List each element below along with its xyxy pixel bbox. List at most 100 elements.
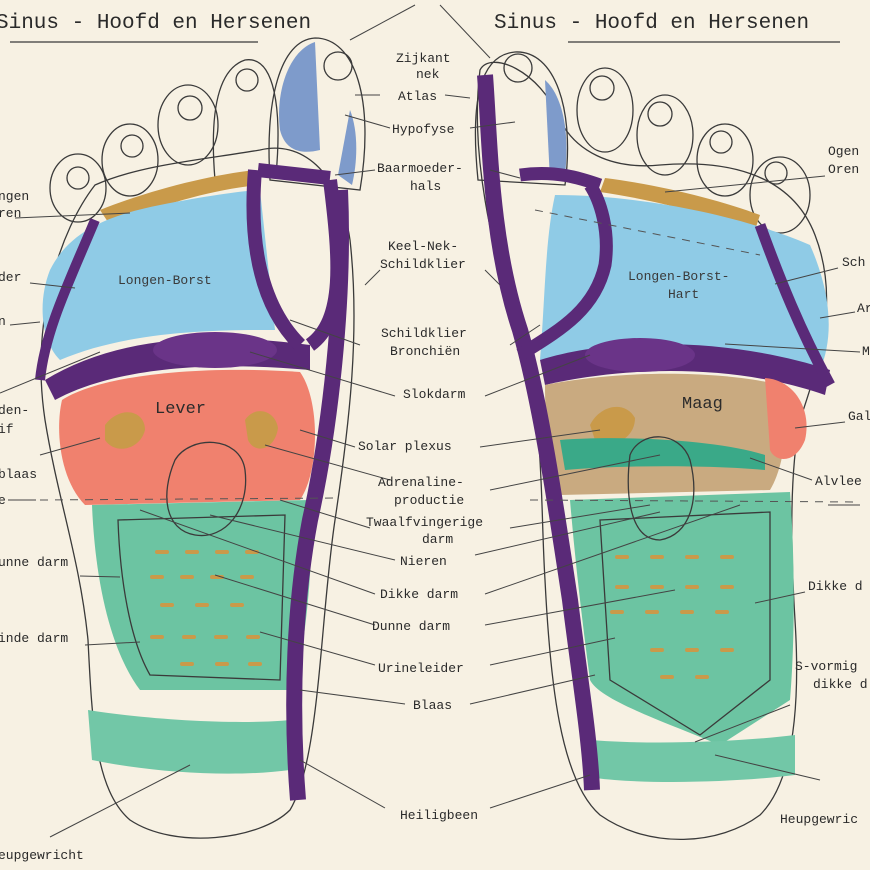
label-atlas: Atlas [398, 89, 437, 104]
left-edge-label-9: unne darm [0, 555, 68, 570]
left-toe-4 [101, 123, 159, 197]
right-waistline [529, 499, 861, 503]
right-big-toe-spiral [503, 53, 533, 83]
right-colon-frame [599, 511, 771, 736]
left-liver-zone [59, 369, 316, 505]
left-toe-2 [212, 59, 279, 181]
label-twaalfvingerige: Twaalfvingerige [366, 515, 483, 530]
right-solar-plexus-blob [585, 338, 695, 372]
left-big-toe-blue [279, 42, 320, 152]
right-edge-label-1: Ogen [828, 144, 859, 159]
left-big-toe-blue-edge [338, 110, 357, 185]
left-waistline [39, 497, 341, 501]
label-schildklier: Schildklier [380, 257, 466, 272]
left-edge-label-2: ren [0, 206, 21, 221]
left-lungs-label: Longen-Borst [118, 273, 212, 288]
right-pelvis-band [590, 735, 795, 782]
right-title: Sinus - Hoofd en Hersenen [494, 12, 809, 35]
right-toe-3 [636, 94, 694, 176]
label-darm: darm [422, 532, 453, 547]
right-stomach-zone [545, 373, 786, 495]
left-adrenal-gold [245, 411, 278, 449]
right-big-toe [474, 51, 569, 186]
label-baarmoeder: Baarmoeder- [377, 161, 463, 176]
right-toe-5-spiral [764, 161, 788, 185]
left-spine [286, 189, 349, 801]
left-edge-label-8: e [0, 493, 6, 508]
right-toe-3-spiral [647, 101, 673, 127]
edge-leader-lines [0, 175, 861, 838]
left-pelvis-band [88, 710, 290, 774]
left-toe-5 [49, 153, 107, 223]
left-foot-sole [40, 147, 355, 839]
left-kidney [166, 441, 247, 537]
left-toe-5-spiral [66, 166, 90, 190]
right-edge-label-4: Ar [857, 301, 870, 316]
label-nieren: Nieren [400, 554, 447, 569]
right-toe-5 [749, 156, 811, 234]
right-edge-label-10: dikke d [813, 677, 868, 692]
right-adrenal-gold [590, 406, 635, 444]
label-productie: productie [394, 493, 464, 508]
right-gallbladder [765, 378, 807, 460]
right-edge-label-8: Dikke d [808, 579, 863, 594]
left-liver-label: Lever [155, 400, 206, 419]
right-edge-label-11: Heupgewric [780, 812, 858, 827]
left-foot [35, 37, 366, 839]
right-edge-label-9: S-vormig [795, 659, 857, 674]
label-blaas: Blaas [413, 698, 452, 713]
left-edge-label-6: if [0, 422, 14, 437]
right-pancreas [560, 438, 765, 470]
left-edge-label-7: blaas [0, 467, 37, 482]
label-schildklier-2: Schildklier [381, 326, 467, 341]
left-solar-plexus-blob [153, 332, 277, 368]
label-bronchien: Bronchiën [390, 344, 460, 359]
left-edge-label-5: den- [0, 403, 29, 418]
label-adrenaline: Adrenaline- [378, 475, 464, 490]
left-toe-3 [157, 84, 219, 166]
right-toe-4 [696, 123, 754, 197]
left-intestine-zone [92, 500, 312, 690]
right-lungs-label-1: Longen-Borst- [628, 269, 729, 284]
right-toe-2 [576, 67, 634, 153]
right-edge-label-7: Alvlee [815, 474, 862, 489]
left-toe-3-spiral [177, 95, 203, 121]
label-heiligbeen: Heiligbeen [400, 808, 478, 823]
right-intestine-dashes [610, 555, 734, 679]
label-dunne-darm: Dunne darm [372, 619, 450, 634]
right-intestine-zone [570, 492, 794, 745]
right-neck-loop [516, 166, 613, 361]
right-spine [477, 74, 600, 791]
label-hypofyse: Hypofyse [392, 122, 454, 137]
left-edge-label-10: inde darm [0, 631, 68, 646]
left-intestine-dashes [150, 550, 262, 666]
left-gallbladder [105, 412, 145, 449]
left-toe-2-spiral [235, 68, 259, 92]
label-solar-plexus: Solar plexus [358, 439, 452, 454]
label-keel-nek: Keel-Nek- [388, 239, 458, 254]
right-toe-4-spiral [709, 130, 733, 154]
right-big-toe-blue [545, 80, 567, 180]
label-urineleider: Urineleider [378, 661, 464, 676]
right-edge-label-5: M [862, 344, 870, 359]
label-dikke-darm: Dikke darm [380, 587, 458, 602]
label-zijkant: Zijkant [396, 51, 451, 66]
label-slokdarm: Slokdarm [403, 387, 466, 402]
right-toe-2-spiral [589, 75, 615, 101]
left-edge-label-3: der [0, 270, 21, 285]
label-nek: nek [416, 67, 440, 82]
right-outer-band [754, 223, 835, 388]
center-leader-lines [139, 4, 741, 809]
right-edge-label-2: Oren [828, 162, 859, 177]
right-kidney [627, 436, 695, 541]
right-lungs-label-2: Hart [668, 287, 699, 302]
left-big-toe-spiral [323, 51, 353, 81]
left-toe-4-spiral [120, 134, 144, 158]
right-foot [474, 51, 861, 841]
left-title: Sinus - Hoofd en Hersenen [0, 12, 311, 35]
right-edge-label-3: Sch [842, 255, 865, 270]
right-stomach-label: Maag [682, 395, 723, 414]
left-edge-label-4: n [0, 314, 6, 329]
label-hals: hals [410, 179, 441, 194]
